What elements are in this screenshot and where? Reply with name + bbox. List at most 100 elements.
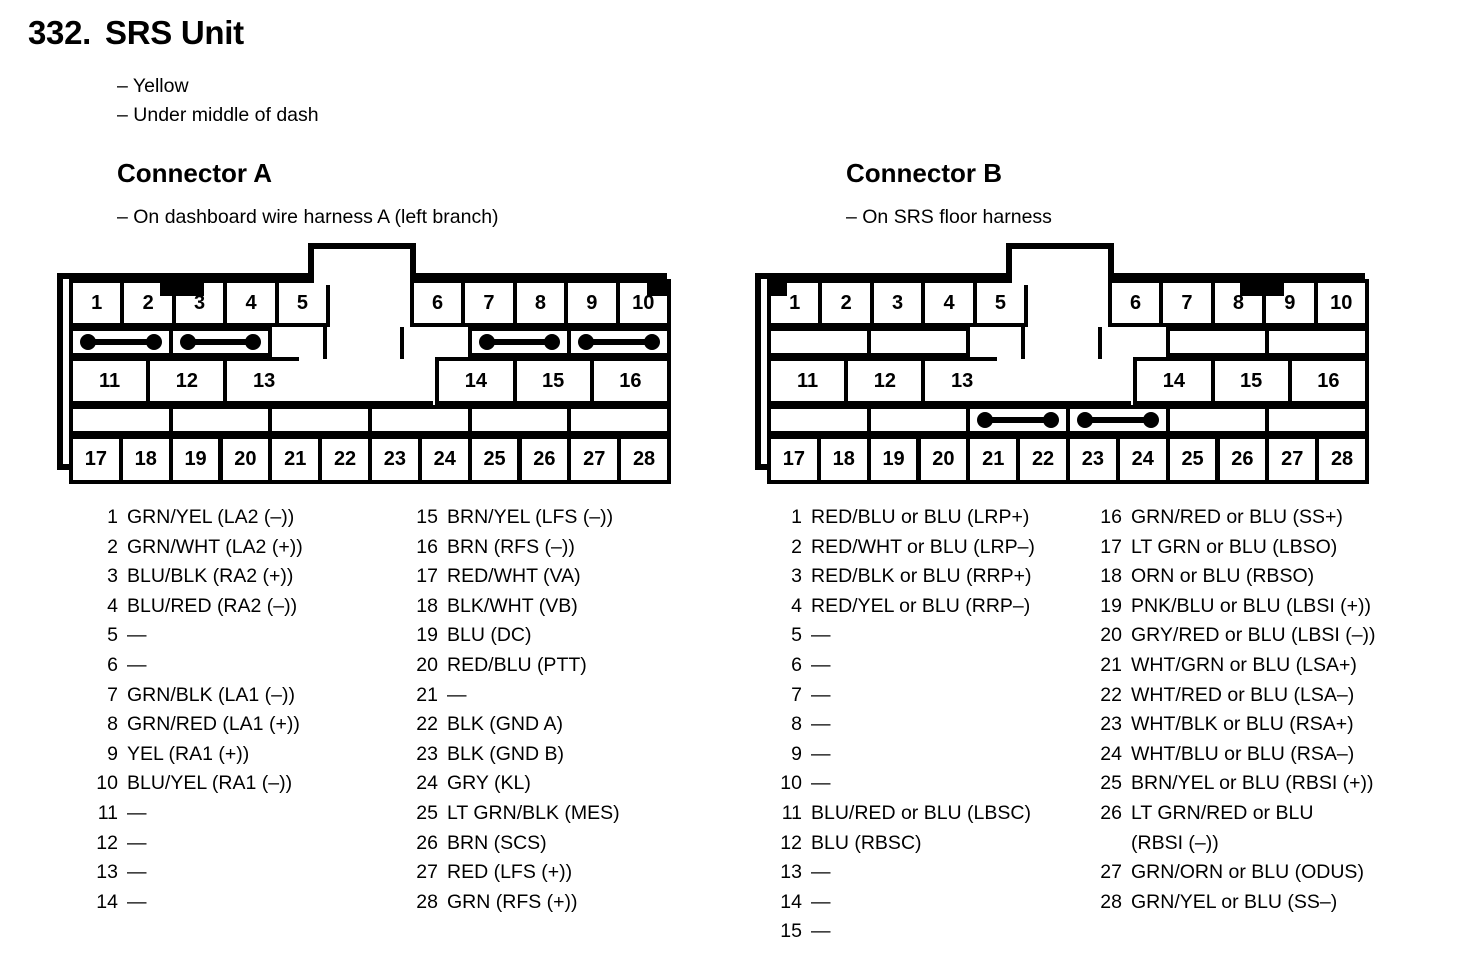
pin-value: RED (LFS (+)) [447,861,573,884]
pin-number: 12 [96,831,118,854]
pin-number: 22 [1100,683,1122,706]
pin-number: 13 [780,861,802,884]
pin-cell-16: 16 [589,357,671,405]
pin-number: 1 [791,506,802,528]
pin-cell-26: 26 [1215,435,1270,484]
pin-value: — [811,653,831,676]
pin-value: RED/WHT (VA) [447,565,581,588]
pin-cell-13: 13 [223,357,305,405]
recess-floor [294,401,434,405]
slot-row-lower [767,405,1369,435]
pin-cell-18: 18 [118,435,173,484]
tab-join-mask [314,271,410,285]
pin-cell-24: 24 [417,435,472,484]
pin-number: 18 [1100,565,1122,588]
pin-cell-2: 2 [818,279,874,327]
pin-value: — [127,890,147,913]
unit-note-location: – Under middle of dash [117,104,319,126]
pin-value: LT GRN/BLK (MES) [447,801,620,824]
pin-value: RED/BLU or BLU (LRP+) [811,506,1030,528]
pin-value: RED/YEL or BLU (RRP–) [811,594,1031,617]
slot-cell [1165,405,1270,435]
pin-value: BLK/WHT (VB) [447,594,578,617]
pin-value: LT GRN or BLU (LBSO) [1131,535,1338,558]
pin-entry: 10— [772,769,1035,799]
pin-cell-3: 3 [869,279,926,327]
pin-entry: 14— [772,888,1035,918]
connector-b-title: Connector B [846,158,1002,188]
pin-value: — [811,890,831,913]
pin-entry: 17 LT GRN or BLU (LBSO) [1092,533,1376,563]
slot-cell [1265,405,1369,435]
key-tab-pins-2-3 [159,279,204,296]
slot-cell [866,327,971,357]
pin-number: 13 [96,861,118,884]
pin-value: PNK/BLU or BLU (LBSI (+)) [1131,594,1372,617]
pin-value: GRN/RED (LA1 (+)) [127,713,300,736]
pin-value: BRN/YEL or BLU (RBSI (+)) [1131,772,1374,795]
pin-number: 14 [96,890,118,913]
slot-row-lower [69,405,671,435]
pin-cell-17: 17 [69,435,123,484]
pin-number: 17 [1100,535,1122,558]
pin-cell-19: 19 [866,435,921,484]
pin-cell-15: 15 [512,357,594,405]
pin-cell-8: 8 [512,279,569,327]
slot-cell [467,405,572,435]
pin-number: 19 [1100,594,1122,617]
slot-cell [69,327,173,357]
pin-value: — [811,772,831,795]
pin-cell-11: 11 [69,357,151,405]
pin-value: BLU/RED or BLU (LBSC) [811,801,1031,824]
pin-number: 15 [780,920,802,943]
pin-value: BLK (GND B) [447,742,565,765]
tab-join-mask [1012,271,1108,285]
pin-entry: 5— [772,621,1035,651]
pin-value: — [127,624,147,647]
pin-number: 19 [416,624,438,647]
pin-value: WHT/RED or BLU (LSA–) [1131,683,1355,706]
jumper-bar [179,334,262,350]
slot-cell [69,405,173,435]
pin-number: 9 [791,742,802,765]
pin-value: — [127,831,147,854]
pin-number: 23 [416,742,438,765]
pin-value: RED/BLU (PTT) [447,653,587,676]
pin-entry: 23 BLK (GND B) [408,740,620,770]
pin-cell-9: 9 [1262,279,1318,327]
pin-value: GRN/ORN or BLU (ODUS) [1131,861,1364,884]
pin-value: — [127,861,147,884]
pin-value: GRN (RFS (+)) [447,890,578,913]
pin-value: — [811,624,831,647]
pin-cell-23: 23 [368,435,422,484]
connector-centre-recess-wide [996,357,1128,405]
jumper-bar [478,334,561,350]
pin-value: BRN (SCS) [447,831,547,854]
recess-wall-right [399,327,404,359]
pin-cell-6: 6 [409,279,466,327]
pin-cell-16: 16 [1287,357,1369,405]
pin-cell-27: 27 [1265,435,1320,484]
pin-cell-10: 10 [615,279,671,327]
pin-cell-25: 25 [467,435,522,484]
pin-cell-12: 12 [146,357,228,405]
slot-cell [767,327,871,357]
pin-value: WHT/BLK or BLU (RSA+) [1131,713,1354,736]
pin-entry: 13 — [88,858,303,888]
pin-value-continued: (RBSI (–)) [1131,831,1219,854]
pin-value: — [447,683,467,706]
pin-cell-10: 10 [1313,279,1369,327]
pin-number: 21 [1100,653,1122,676]
pin-number: 6 [791,653,802,676]
